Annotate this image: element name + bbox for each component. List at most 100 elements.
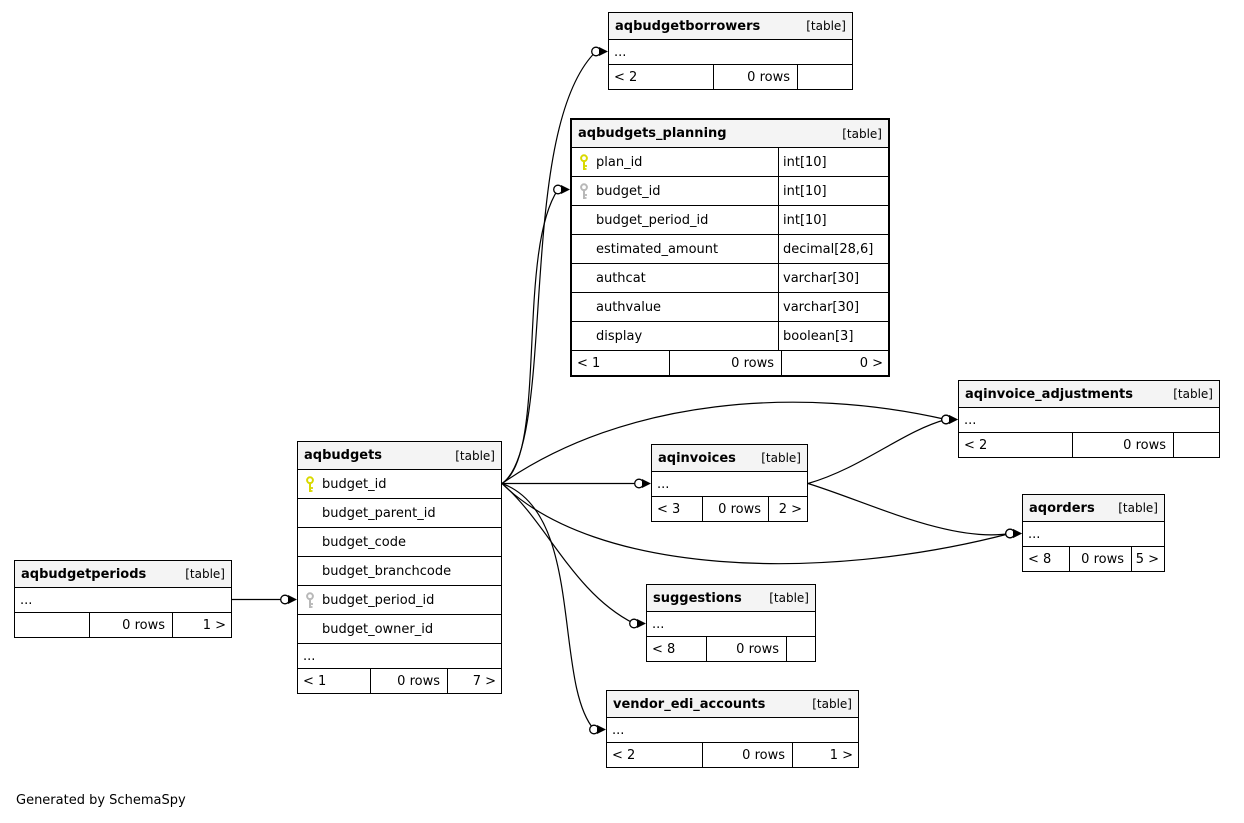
column-type: boolean[3]: [778, 322, 888, 350]
column-row: budget_parent_id: [298, 498, 501, 527]
table-title[interactable]: suggestions: [653, 590, 742, 606]
table-header: aqinvoice_adjustments [table]: [959, 381, 1219, 407]
footer-center-cell: 0 rows: [670, 351, 782, 375]
table-type-tag: [table]: [812, 697, 852, 711]
footer-left-cell: < 8: [1023, 547, 1070, 571]
columns-ellipsis-row: ...: [15, 587, 231, 612]
table-aqbudgetperiods[interactable]: aqbudgetperiods [table]...0 rows 1 >: [14, 560, 232, 638]
zero-circle-marker: [591, 46, 601, 57]
column-type: int[10]: [778, 206, 888, 234]
table-title[interactable]: aqbudgets_planning: [578, 126, 727, 141]
column-row: budget_id: [298, 469, 501, 498]
table-title[interactable]: aqbudgets: [304, 448, 383, 463]
ellipsis-label: ...: [657, 476, 670, 492]
table-title[interactable]: aqinvoice_adjustments: [965, 386, 1133, 402]
footer-right-cell: 2 >: [778, 501, 802, 517]
column-row: budget_code: [298, 527, 501, 556]
zero-circle-marker: [280, 594, 290, 605]
footer-center-cell: 0 rows: [703, 743, 793, 767]
ellipsis-label: ...: [612, 722, 625, 738]
footer-right-cell: 7 >: [472, 673, 496, 689]
relationship-edge: [501, 483, 635, 625]
zero-circle-marker: [1005, 528, 1015, 539]
footer-left-cell: < 1: [298, 669, 371, 693]
arrowhead-marker: [597, 725, 606, 734]
table-title[interactable]: aqorders: [1029, 500, 1095, 516]
arrowhead-marker: [637, 619, 646, 628]
columns-ellipsis-row: ...: [1023, 521, 1164, 546]
relationship-edge: [807, 482, 1011, 536]
columns-ellipsis-row: ...: [607, 717, 858, 742]
column-row: budget_period_id int[10]: [572, 205, 888, 234]
generated-by-note: Generated by SchemaSpy: [16, 793, 186, 808]
column-name: authcat: [596, 270, 646, 286]
primary-key-icon: [580, 153, 588, 170]
arrowhead-marker: [949, 415, 958, 424]
column-type: int[10]: [778, 177, 888, 205]
zero-circle-marker: [941, 414, 951, 425]
footer-left-cell: [15, 613, 90, 637]
index-key-icon: [580, 182, 588, 199]
table-header: aqorders[table]: [1023, 495, 1164, 521]
arrowhead-marker: [599, 47, 608, 56]
table-header: aqbudgetborrowers [table]: [609, 13, 852, 39]
relationship-edge: [807, 418, 947, 485]
zero-circle-marker: [634, 478, 644, 489]
arrowhead-marker: [642, 479, 651, 488]
zero-circle-marker: [589, 724, 599, 735]
table-header: aqbudgets_planning[table]: [572, 120, 888, 147]
table-header: aqinvoices[table]: [652, 445, 807, 471]
table-aqbudgets[interactable]: aqbudgets [table] budget_id budget_parent_i…: [297, 441, 502, 694]
table-type-tag: [table]: [1173, 387, 1213, 401]
column-name: budget_parent_id: [322, 505, 436, 521]
table-type-tag: [table]: [185, 567, 225, 581]
arrowhead-marker: [1013, 529, 1022, 538]
footer-right-cell: 1 >: [829, 747, 853, 763]
relationship-edge: [501, 189, 559, 485]
key-cell: [298, 475, 322, 493]
footer-right-cell: [787, 637, 815, 661]
footer-right-cell: 5 >: [1135, 551, 1159, 567]
footer-left-cell: < 2: [607, 743, 703, 767]
column-name: budget_period_id: [596, 212, 709, 228]
zero-circle-marker: [553, 184, 563, 195]
column-type: varchar[30]: [778, 264, 888, 292]
table-type-tag: [table]: [806, 19, 846, 33]
footer-left-cell: < 8: [647, 637, 707, 661]
footer-right-cell: 1 >: [202, 617, 226, 633]
primary-key-icon: [306, 475, 314, 492]
footer-left-cell: < 3: [652, 497, 703, 521]
table-title[interactable]: aqbudgetperiods: [21, 566, 147, 582]
zero-circle-marker: [941, 414, 951, 425]
column-name: budget_id: [322, 476, 387, 492]
column-name: authvalue: [596, 299, 662, 315]
arrowhead-marker: [561, 185, 570, 194]
key-cell: [572, 182, 596, 200]
footer-center-cell: 0 rows: [90, 613, 173, 637]
footer-center-cell: 0 rows: [714, 65, 798, 89]
table-title[interactable]: aqinvoices: [658, 450, 736, 466]
zero-circle-marker: [1005, 528, 1015, 539]
table-title[interactable]: vendor_edi_accounts: [613, 696, 766, 712]
table-type-tag: [table]: [455, 448, 495, 463]
footer-center-cell: 0 rows: [371, 669, 448, 693]
table-title[interactable]: aqbudgetborrowers: [615, 18, 761, 34]
table-type-tag: [table]: [769, 591, 809, 605]
column-row: budget_branchcode: [298, 556, 501, 585]
footer-left-cell: < 1: [572, 351, 670, 375]
column-row: authcat varchar[30]: [572, 263, 888, 292]
column-name: plan_id: [596, 154, 643, 170]
column-type: decimal[28,6]: [778, 235, 888, 263]
